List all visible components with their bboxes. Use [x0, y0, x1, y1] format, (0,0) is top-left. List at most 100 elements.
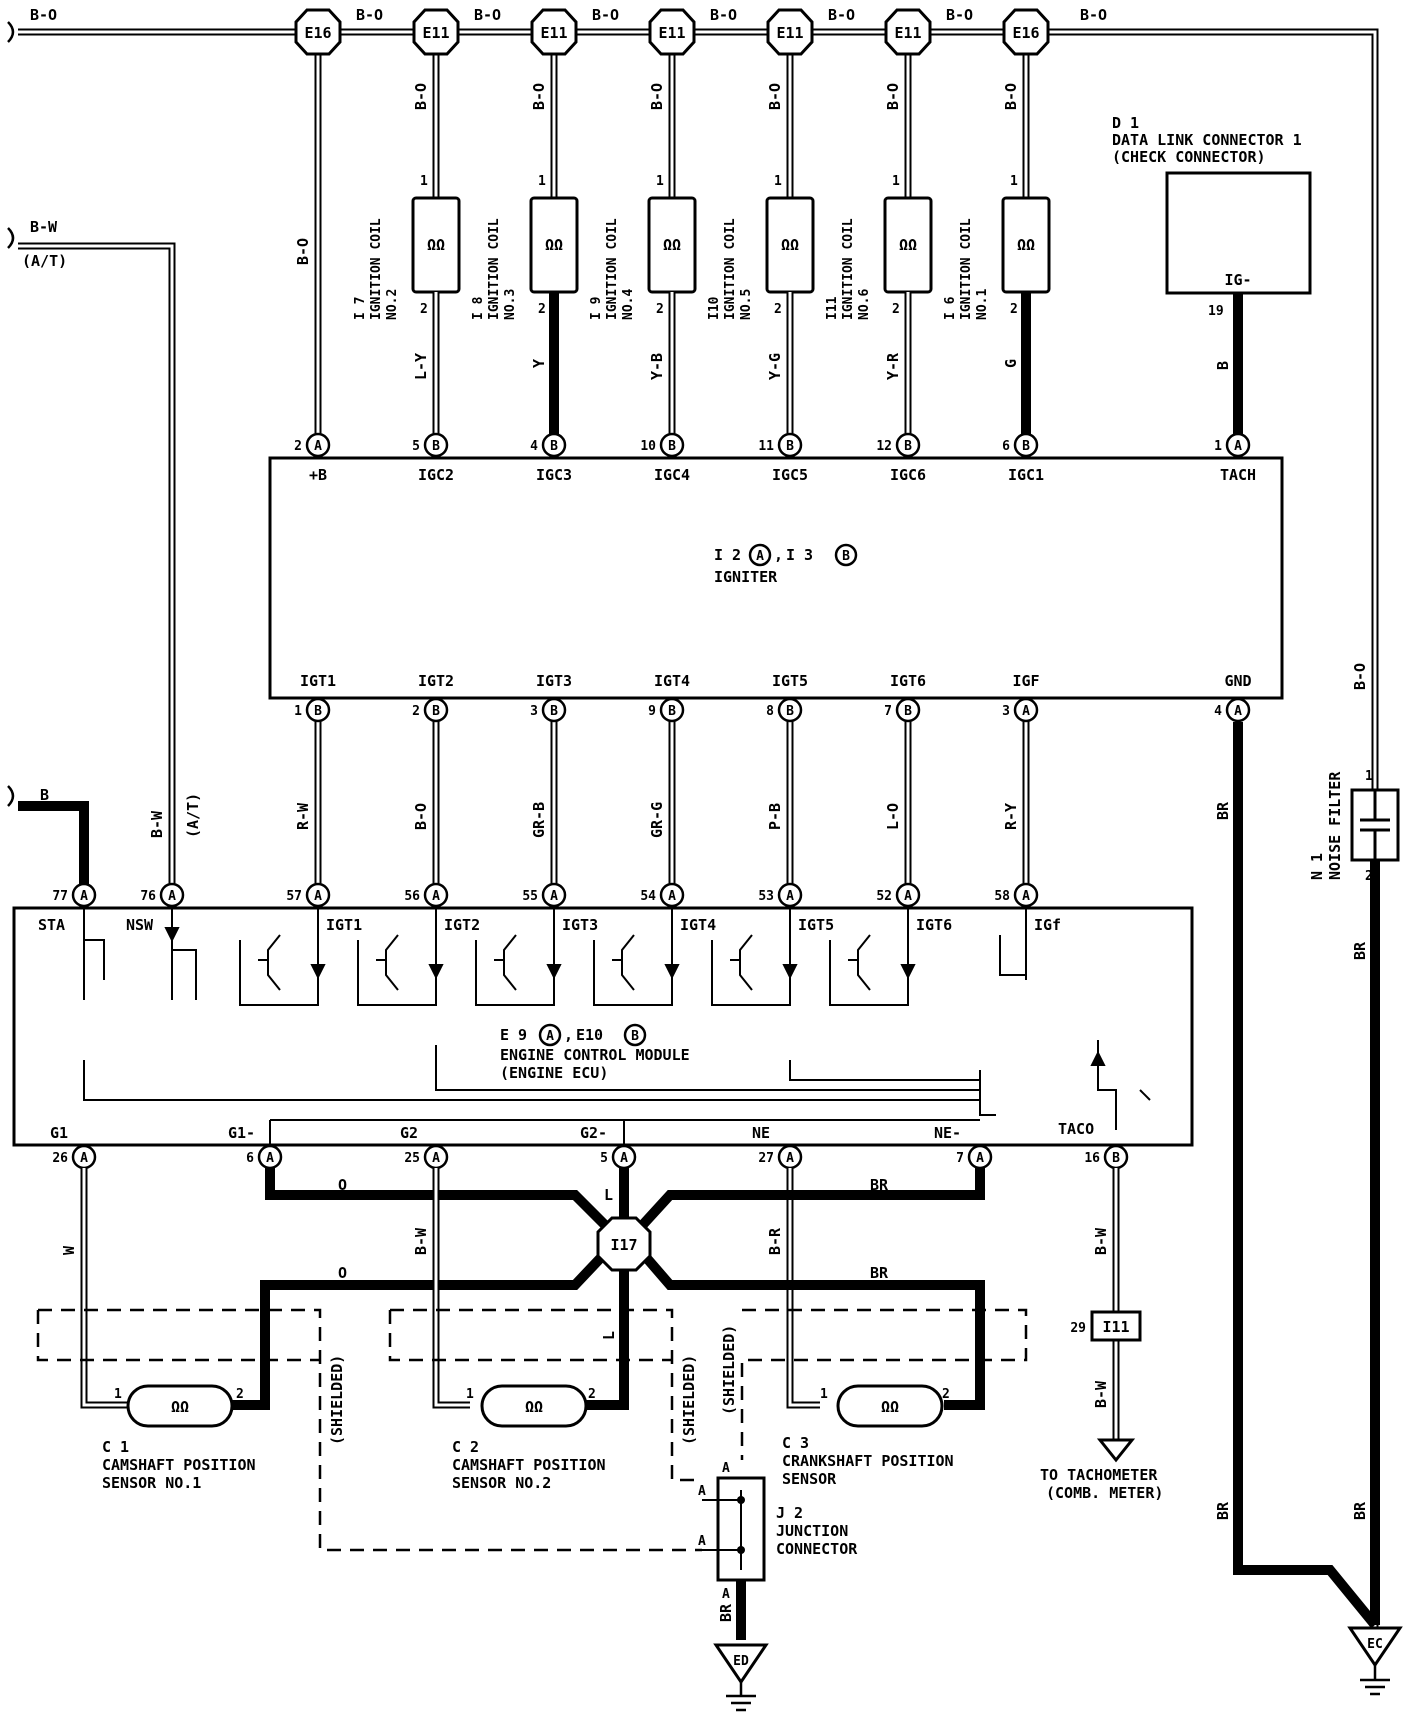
svg-text:SENSOR NO.1: SENSOR NO.1 — [102, 1474, 201, 1492]
svg-text:NO.5: NO.5 — [739, 289, 754, 320]
svg-text:TACH: TACH — [1220, 466, 1256, 484]
svg-text:2: 2 — [656, 302, 664, 317]
svg-text:IGT3: IGT3 — [536, 672, 572, 690]
svg-text:IGT4: IGT4 — [680, 916, 716, 934]
svg-text:Y-G: Y-G — [766, 353, 784, 380]
svg-text:R-Y: R-Y — [1002, 803, 1020, 830]
svg-text:,: , — [774, 546, 783, 564]
sensors: ΩΩ 1 2 C 1 CAMSHAFT POSITION SENSOR NO.1… — [102, 1384, 954, 1492]
igt-driver — [829, 908, 916, 1006]
svg-text:(COMB. METER): (COMB. METER) — [1046, 1484, 1163, 1502]
ecu-sub: (ENGINE ECU) — [500, 1064, 608, 1082]
svg-text:2: 2 — [420, 302, 428, 317]
svg-text:(SHIELDED): (SHIELDED) — [328, 1355, 346, 1445]
svg-text:16: 16 — [1084, 1151, 1100, 1166]
svg-text:BR: BR — [870, 1176, 889, 1194]
svg-text:1: 1 — [1010, 174, 1018, 189]
svg-text:B: B — [40, 786, 49, 804]
igt-driver — [475, 908, 562, 1006]
svg-text:2: 2 — [774, 302, 782, 317]
connector-e16: E16 — [1002, 8, 1050, 56]
svg-text:(SHIELDED): (SHIELDED) — [720, 1325, 738, 1415]
svg-text:B: B — [550, 439, 558, 454]
svg-text:G2-: G2- — [580, 1124, 607, 1142]
svg-text:B: B — [842, 549, 850, 564]
svg-text:2: 2 — [942, 1387, 950, 1402]
svg-text:E16: E16 — [304, 24, 331, 42]
svg-text:B-W: B-W — [30, 218, 58, 236]
sensor-coil-icon: ΩΩ — [525, 1398, 543, 1416]
svg-text:IGT3: IGT3 — [562, 916, 598, 934]
svg-text:B-O: B-O — [1351, 663, 1369, 690]
camshaft-sensor-1: ΩΩ 1 2 C 1 CAMSHAFT POSITION SENSOR NO.1 — [102, 1384, 256, 1492]
connector-e11: E11 — [530, 8, 578, 56]
svg-text:(SHIELDED): (SHIELDED) — [680, 1355, 698, 1445]
svg-text:IGT2: IGT2 — [444, 916, 480, 934]
svg-text:JUNCTION: JUNCTION — [776, 1522, 848, 1540]
svg-text:CRANKSHAFT POSITION: CRANKSHAFT POSITION — [782, 1452, 954, 1470]
svg-text:6: 6 — [1002, 439, 1010, 454]
svg-text:B: B — [314, 704, 322, 719]
junction-i17: I17 — [596, 1216, 652, 1272]
svg-text:E11: E11 — [658, 24, 685, 42]
svg-text:E11: E11 — [894, 24, 921, 42]
svg-text:A: A — [1022, 889, 1030, 904]
svg-text:IGT6: IGT6 — [890, 672, 926, 690]
svg-text:O: O — [338, 1176, 347, 1194]
svg-text:SENSOR: SENSOR — [782, 1470, 837, 1488]
svg-text:N 1: N 1 — [1308, 853, 1326, 880]
svg-text:G2: G2 — [400, 1124, 418, 1142]
svg-text:B: B — [1022, 439, 1030, 454]
svg-text:1: 1 — [1214, 439, 1222, 454]
svg-text:,: , — [564, 1026, 573, 1044]
svg-text:E11: E11 — [776, 24, 803, 42]
coil-icon: ΩΩ — [427, 236, 445, 254]
svg-text:STA: STA — [38, 916, 65, 934]
svg-text:A: A — [266, 1151, 274, 1166]
svg-text:57: 57 — [286, 889, 302, 904]
igt-driver — [711, 908, 798, 1006]
plus-b-wire-color: B-O — [294, 238, 312, 265]
svg-text:1: 1 — [892, 174, 900, 189]
svg-text:77: 77 — [52, 889, 68, 904]
svg-text:GR-B: GR-B — [530, 802, 548, 838]
junction-connector-j2: A A A A J 2 JUNCTION CONNECTOR BR ED — [698, 1461, 858, 1712]
ignition-coil-no5: B-O 1 ΩΩ 2 I10 IGNITION COIL NO.5 Y-G — [707, 83, 815, 442]
svg-text:CONNECTOR: CONNECTOR — [776, 1540, 858, 1558]
coil-icon: ΩΩ — [545, 236, 563, 254]
ignition-coil-no6: B-O 1 ΩΩ 2 I11 IGNITION COIL NO.6 Y-R — [825, 83, 933, 442]
svg-text:7: 7 — [956, 1151, 964, 1166]
svg-text:2: 2 — [294, 439, 302, 454]
svg-text:B: B — [904, 439, 912, 454]
svg-text:B: B — [668, 439, 676, 454]
svg-text:(A/T): (A/T) — [22, 252, 67, 270]
connector-e11: E11 — [648, 8, 696, 56]
svg-text:TO TACHOMETER: TO TACHOMETER — [1040, 1466, 1158, 1484]
svg-text:NE-: NE- — [934, 1124, 961, 1142]
igniter: A 2 +B B 5 IGC2 B 4 IGC3 B 10 IGC4 B 11 … — [268, 432, 1284, 700]
svg-text:I 9: I 9 — [589, 297, 604, 320]
svg-text:IGC3: IGC3 — [536, 466, 572, 484]
svg-text:B: B — [668, 704, 676, 719]
svg-text:A: A — [904, 889, 912, 904]
igniter-name: IGNITER — [714, 568, 778, 586]
svg-text:A: A — [1234, 439, 1242, 454]
svg-text:A: A — [668, 889, 676, 904]
svg-text:2: 2 — [892, 302, 900, 317]
connector-e11: E11 — [766, 8, 814, 56]
bus-wire-label: B-O — [356, 6, 383, 24]
bus-drops — [314, 32, 1030, 442]
sensor-coil-icon: ΩΩ — [881, 1398, 899, 1416]
driver-circuits — [83, 908, 1151, 1145]
svg-text:W: W — [60, 1245, 78, 1255]
svg-text:C 1: C 1 — [102, 1438, 129, 1456]
svg-text:2: 2 — [412, 704, 420, 719]
svg-text:NO.4: NO.4 — [621, 289, 636, 320]
svg-text:A: A — [80, 889, 88, 904]
svg-text:B-O: B-O — [766, 83, 784, 110]
svg-text:BR: BR — [870, 1264, 889, 1282]
bus-wire-label: B-O — [1080, 6, 1107, 24]
coil-icon: ΩΩ — [899, 236, 917, 254]
svg-text:A: A — [620, 1151, 628, 1166]
svg-text:L-O: L-O — [884, 803, 902, 830]
